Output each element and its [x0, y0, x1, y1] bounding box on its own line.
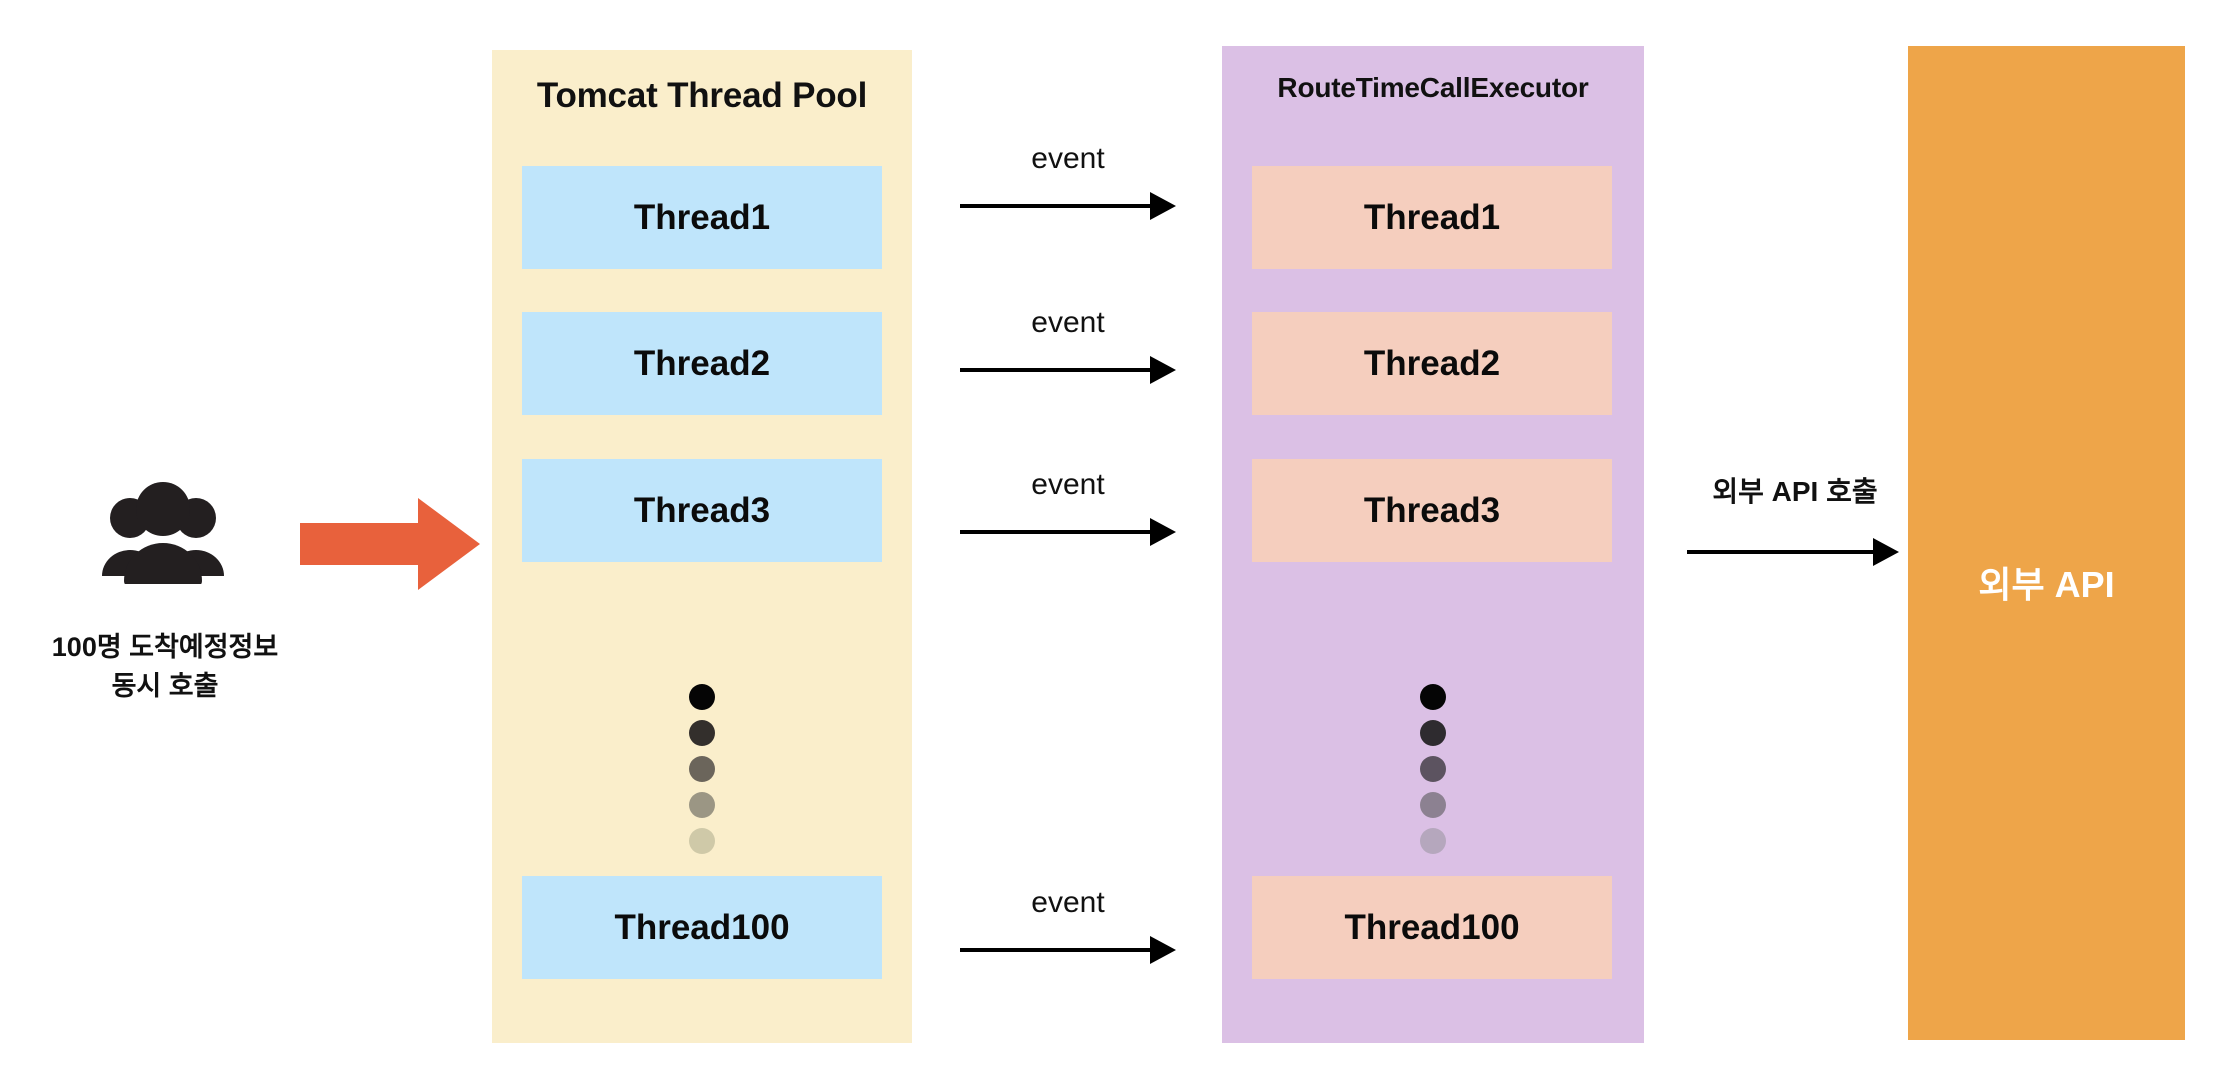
arrow-shaft	[1687, 550, 1877, 554]
users-group-icon	[98, 478, 228, 587]
users-caption-line2: 동시 호출	[111, 671, 219, 702]
external-api-arrow: 외부 API 호출	[1687, 470, 1903, 570]
ellipsis-dot	[689, 684, 715, 710]
tomcat-thread-box-100: Thread100	[522, 876, 882, 979]
tomcat-ellipsis-dots	[492, 684, 912, 854]
external-api-panel: 외부 API	[1908, 46, 2185, 1040]
event-arrow-label: event	[1031, 306, 1105, 339]
executor-thread-box-1: Thread1	[1252, 166, 1612, 269]
tomcat-thread-box-1: Thread1	[522, 166, 882, 269]
executor-thread-box-100: Thread100	[1252, 876, 1612, 979]
arrow-head-icon	[1873, 538, 1899, 566]
ellipsis-dot	[1420, 720, 1446, 746]
external-api-arrow-label: 외부 API 호출	[1712, 476, 1878, 507]
event-arrow-1: event	[960, 142, 1176, 222]
ellipsis-dot	[1420, 828, 1446, 854]
arrow-shaft	[960, 368, 1154, 372]
event-arrow-label: event	[1031, 142, 1105, 175]
arrow-shaft	[960, 530, 1154, 534]
users-caption-line1: 100명 도착예정정보	[51, 632, 279, 662]
arrow-shaft	[960, 948, 1154, 952]
ellipsis-dot	[1420, 756, 1446, 782]
ellipsis-dot	[1420, 792, 1446, 818]
event-arrow-3: event	[960, 468, 1176, 548]
users-caption: 100명 도착예정정보 동시 호출	[0, 628, 330, 706]
route-time-call-executor-panel: RouteTimeCallExecutor Thread1 Thread2 Th…	[1222, 46, 1644, 1043]
event-arrow-label: event	[1031, 468, 1105, 501]
executor-ellipsis-dots	[1222, 684, 1644, 854]
executor-thread-box-2: Thread2	[1252, 312, 1612, 415]
external-api-label: 외부 API	[1978, 564, 2115, 605]
ellipsis-dot	[689, 720, 715, 746]
ellipsis-dot	[689, 792, 715, 818]
tomcat-thread-box-3: Thread3	[522, 459, 882, 562]
ellipsis-dot	[689, 828, 715, 854]
arrow-head-icon	[1150, 518, 1176, 546]
tomcat-thread-pool-title: Tomcat Thread Pool	[536, 76, 868, 115]
event-arrow-100: event	[960, 886, 1176, 966]
event-arrow-label: event	[1031, 886, 1105, 919]
arrow-head-icon	[1150, 356, 1176, 384]
tomcat-thread-box-2: Thread2	[522, 312, 882, 415]
arrow-shaft	[960, 204, 1154, 208]
block-arrow-right-icon	[300, 498, 480, 590]
arrow-head-icon	[1150, 192, 1176, 220]
route-time-call-executor-title: RouteTimeCallExecutor	[1277, 72, 1589, 103]
ellipsis-dot	[1420, 684, 1446, 710]
tomcat-thread-pool-panel: Tomcat Thread Pool Thread1 Thread2 Threa…	[492, 50, 912, 1043]
arrow-head-icon	[1150, 936, 1176, 964]
ellipsis-dot	[689, 756, 715, 782]
executor-thread-box-3: Thread3	[1252, 459, 1612, 562]
event-arrow-2: event	[960, 306, 1176, 386]
